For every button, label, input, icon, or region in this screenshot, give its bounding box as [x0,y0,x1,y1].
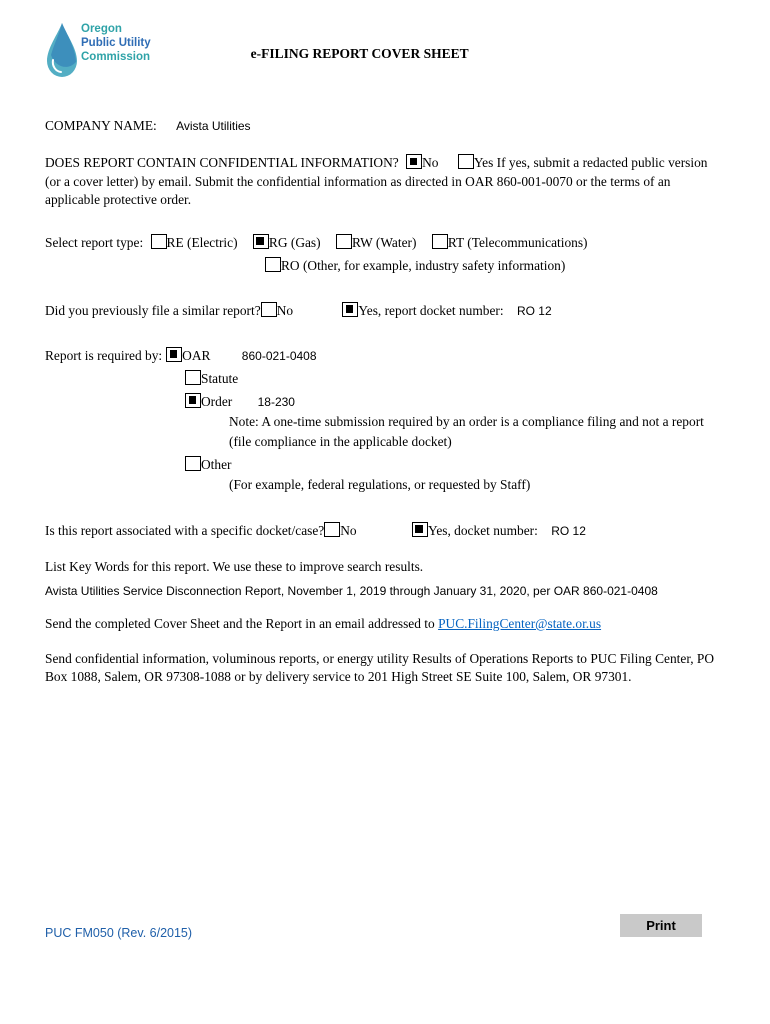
previous-report-no-checkbox[interactable] [260,301,277,317]
keywords-label: List Key Words for this report. We use t… [45,558,424,574]
order-note-line1: Note: A one-time submission required by … [229,413,704,429]
other-note: (For example, federal regulations, or re… [229,477,531,493]
required-by-order-value[interactable]: 18-230 [257,394,295,409]
required-by-section: Report is required by: OAR 860-021-0408 S… [45,346,722,494]
required-by-other-label: Other [201,457,232,473]
water-drop-icon [47,23,77,77]
report-type-rw-checkbox[interactable] [335,233,352,249]
confidential-no-label: No [422,155,439,170]
header: Oregon Public Utility Commission e-FILIN… [45,22,722,80]
required-by-oar-checkbox[interactable] [166,346,183,362]
print-button[interactable]: Print [620,914,702,937]
form-id: PUC FM050 (Rev. 6/2015) [45,926,193,940]
report-type-label: Select report type: [45,234,144,250]
confidential-yes-checkbox[interactable] [457,154,474,169]
docket-association-no-label: No [340,522,357,538]
report-type-line1: Select report type: RE (Electric) RG (Ga… [45,233,722,251]
logo-text: Oregon Public Utility Commission [81,23,151,64]
required-by-statute-row: Statute [185,369,722,387]
docket-association-section: Is this report associated with a specifi… [45,521,722,539]
company-name-row: COMPANY NAME: Avista Utilities [45,118,722,134]
previous-report-yes-label: Yes, report docket number: [358,302,504,318]
required-by-other-row: Other [185,456,722,473]
required-by-order-checkbox[interactable] [185,392,201,408]
docket-association-yes-label: Yes, docket number: [427,522,538,538]
previous-report-question: Did you previously file a similar report… [45,302,261,318]
logo-text-commission: Commission [81,50,151,63]
required-by-oar-label: OAR [182,347,211,363]
previous-report-section: Did you previously file a similar report… [45,301,722,319]
report-type-ro-label: RO (Other, for example, industry safety … [281,257,566,273]
report-type-rt-label: RT (Telecommunications) [447,234,588,250]
email-instruction-text: Send the completed Cover Sheet and the R… [45,615,435,631]
logo-text-oregon: Oregon [81,23,122,35]
report-type-rt-checkbox[interactable] [431,233,448,249]
company-name-label: COMPANY NAME: [45,118,157,133]
order-note-line2: (file compliance in the applicable docke… [229,433,452,449]
required-by-order-label: Order [201,393,233,409]
required-by-oar-row: Report is required by: OAR 860-021-0408 [45,346,722,364]
docket-association-docket-value[interactable]: RO 12 [551,523,586,538]
docket-association-no-checkbox[interactable] [324,521,341,537]
required-by-order-row: Order 18-230 [185,392,722,410]
report-type-rw-label: RW (Water) [351,234,417,250]
report-type-rg-checkbox[interactable] [252,233,269,249]
previous-report-docket-value[interactable]: RO 12 [516,303,552,318]
confidential-no-checkbox[interactable] [406,154,423,169]
required-by-oar-value[interactable]: 860-021-0408 [241,348,317,363]
required-by-other-checkbox[interactable] [185,456,201,472]
report-type-rg-label: RG (Gas) [268,234,321,250]
filing-center-email-link[interactable]: PUC.FilingCenter@state.or.us [438,615,602,631]
confidential-instructions: If yes, submit a redacted public version… [45,155,708,207]
report-type-re-checkbox[interactable] [150,233,167,249]
required-by-statute-checkbox[interactable] [185,369,201,385]
email-instruction: Send the completed Cover Sheet and the R… [45,616,722,632]
keywords-value[interactable]: Avista Utilities Service Disconnection R… [45,583,658,598]
required-by-statute-label: Statute [201,370,239,386]
logo-text-public-utility: Public Utility [81,36,151,49]
page-title: e-FILING REPORT COVER SHEET [250,46,469,61]
mailing-instruction: Send confidential information, voluminou… [45,650,715,685]
docket-association-yes-checkbox[interactable] [411,521,428,537]
confidential-section: DOES REPORT CONTAIN CONFIDENTIAL INFORMA… [45,154,722,210]
confidential-question: DOES REPORT CONTAIN CONFIDENTIAL INFORMA… [45,155,399,170]
opuc-logo: Oregon Public Utility Commission [45,22,151,80]
report-type-line2: RO (Other, for example, industry safety … [265,256,722,274]
report-type-section: Select report type: RE (Electric) RG (Ga… [45,233,722,274]
report-type-ro-checkbox[interactable] [265,256,281,272]
previous-report-yes-checkbox[interactable] [342,301,359,317]
confidential-yes-label: Yes [473,155,494,170]
docket-association-question: Is this report associated with a specifi… [45,522,325,538]
previous-report-no-label: No [276,302,294,318]
report-type-re-label: RE (Electric) [166,234,238,250]
required-by-label: Report is required by: [45,347,163,363]
company-name-value[interactable]: Avista Utilities [176,119,251,133]
